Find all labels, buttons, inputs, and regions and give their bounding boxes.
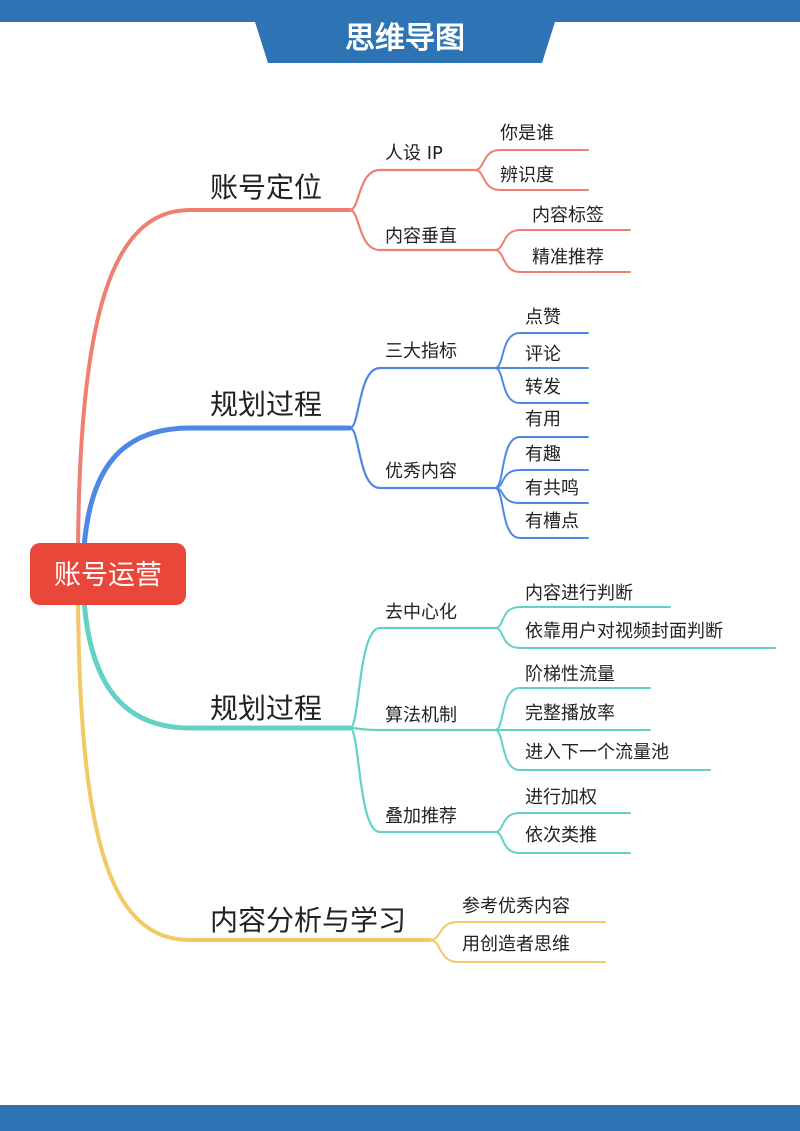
sub-label: 优秀内容 xyxy=(385,461,457,482)
leaf-label: 进入下一个流量池 xyxy=(525,742,669,763)
sub-label: 去中心化 xyxy=(385,602,457,623)
branch-content-analysis xyxy=(76,598,606,963)
leaf-label: 你是谁 xyxy=(500,123,554,144)
leaf-label: 转发 xyxy=(525,377,561,398)
branch-planning-1 xyxy=(81,332,589,551)
leaf-label: 用创造者思维 xyxy=(462,934,570,955)
leaf-label: 内容标签 xyxy=(532,205,604,226)
branch-label: 规划过程 xyxy=(210,692,322,725)
leaf-label: 进行加权 xyxy=(525,787,597,808)
sub-label: 内容垂直 xyxy=(385,226,457,247)
leaf-label: 有用 xyxy=(525,409,561,430)
leaf-label: 有槽点 xyxy=(525,511,579,532)
branch-label: 内容分析与学习 xyxy=(210,904,406,937)
leaf-label: 有共鸣 xyxy=(525,478,579,499)
leaf-label: 精准推荐 xyxy=(532,247,604,268)
leaf-label: 点赞 xyxy=(525,307,561,328)
branch-planning-2 xyxy=(81,597,776,854)
leaf-label: 内容进行判断 xyxy=(525,583,633,604)
leaf-label: 依靠用户对视频封面判断 xyxy=(525,621,723,642)
branch-label: 账号定位 xyxy=(210,171,322,204)
footer-band xyxy=(0,1105,800,1131)
sub-label: 人设 IP xyxy=(385,143,443,164)
branch-label: 规划过程 xyxy=(210,388,322,421)
leaf-label: 评论 xyxy=(525,344,561,365)
leaf-label: 参考优秀内容 xyxy=(462,896,570,917)
sub-label: 算法机制 xyxy=(385,705,457,726)
leaf-label: 有趣 xyxy=(525,444,561,465)
root-label: 账号运营 xyxy=(54,560,162,591)
branch-account-positioning xyxy=(76,149,631,550)
leaf-label: 辨识度 xyxy=(500,165,554,186)
header-tab xyxy=(255,22,555,63)
leaf-label: 完整播放率 xyxy=(525,703,615,724)
header-title: 思维导图 xyxy=(345,21,465,56)
sub-label: 三大指标 xyxy=(385,341,457,362)
sub-label: 叠加推荐 xyxy=(385,806,457,827)
header-band xyxy=(0,0,800,22)
leaf-label: 依次类推 xyxy=(525,825,597,846)
leaf-label: 阶梯性流量 xyxy=(525,664,615,685)
root-node xyxy=(30,543,186,605)
